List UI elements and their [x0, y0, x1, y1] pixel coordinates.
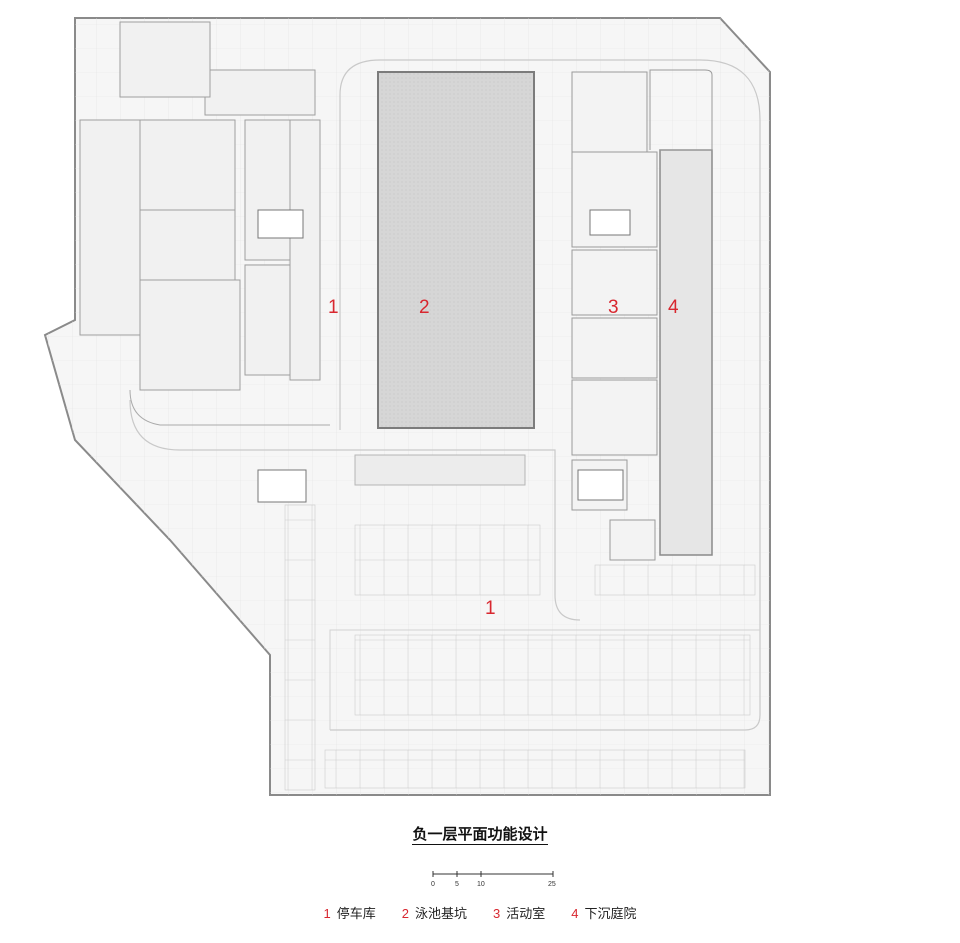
zone-label-2: 2 — [419, 297, 430, 318]
activity-rooms — [571, 71, 658, 561]
floor-plan-drawing: 1 2 3 4 1 — [43, 17, 771, 796]
zone-label-1-north: 1 — [328, 297, 339, 318]
scale-tick-0: 0 — [431, 881, 435, 888]
legend-text: 活动室 — [506, 907, 546, 922]
zone-label-3: 3 — [608, 297, 619, 318]
driveway-loop — [129, 399, 581, 621]
stair-cores — [257, 209, 631, 503]
zone-label-4: 4 — [668, 297, 679, 318]
plan-title: 负一层平面功能设计 — [0, 823, 960, 845]
scale-tick-10: 10 — [477, 881, 485, 888]
scale-bar: 0 5 10 25 — [431, 871, 556, 888]
legend-num: 4 — [571, 906, 579, 921]
legend-text: 停车库 — [336, 907, 376, 922]
pool-pit — [377, 71, 535, 429]
legend-num: 1 — [323, 906, 331, 921]
scale-tick-5: 5 — [455, 881, 459, 888]
legend: 1 停车库 2 泳池基坑 3 活动室 4 下沉庭院 — [0, 903, 960, 922]
scale-tick-25: 25 — [548, 881, 556, 888]
legend-item-sunken-courtyard: 4 下沉庭院 — [571, 903, 636, 922]
legend-text: 泳池基坑 — [414, 907, 467, 922]
sunken-courtyard — [659, 149, 713, 556]
zone-label-1-south: 1 — [485, 598, 496, 619]
legend-num: 2 — [401, 906, 409, 921]
south-parking — [284, 504, 756, 791]
legend-text: 下沉庭院 — [584, 907, 637, 922]
central-parking-strip — [354, 454, 526, 486]
legend-item-parking: 1 停车库 — [324, 903, 376, 922]
legend-item-activity-room: 3 活动室 — [493, 903, 545, 922]
legend-num: 3 — [493, 906, 501, 921]
plan-title-text: 负一层平面功能设计 — [412, 825, 548, 845]
legend-item-pool-pit: 2 泳池基坑 — [402, 903, 467, 922]
